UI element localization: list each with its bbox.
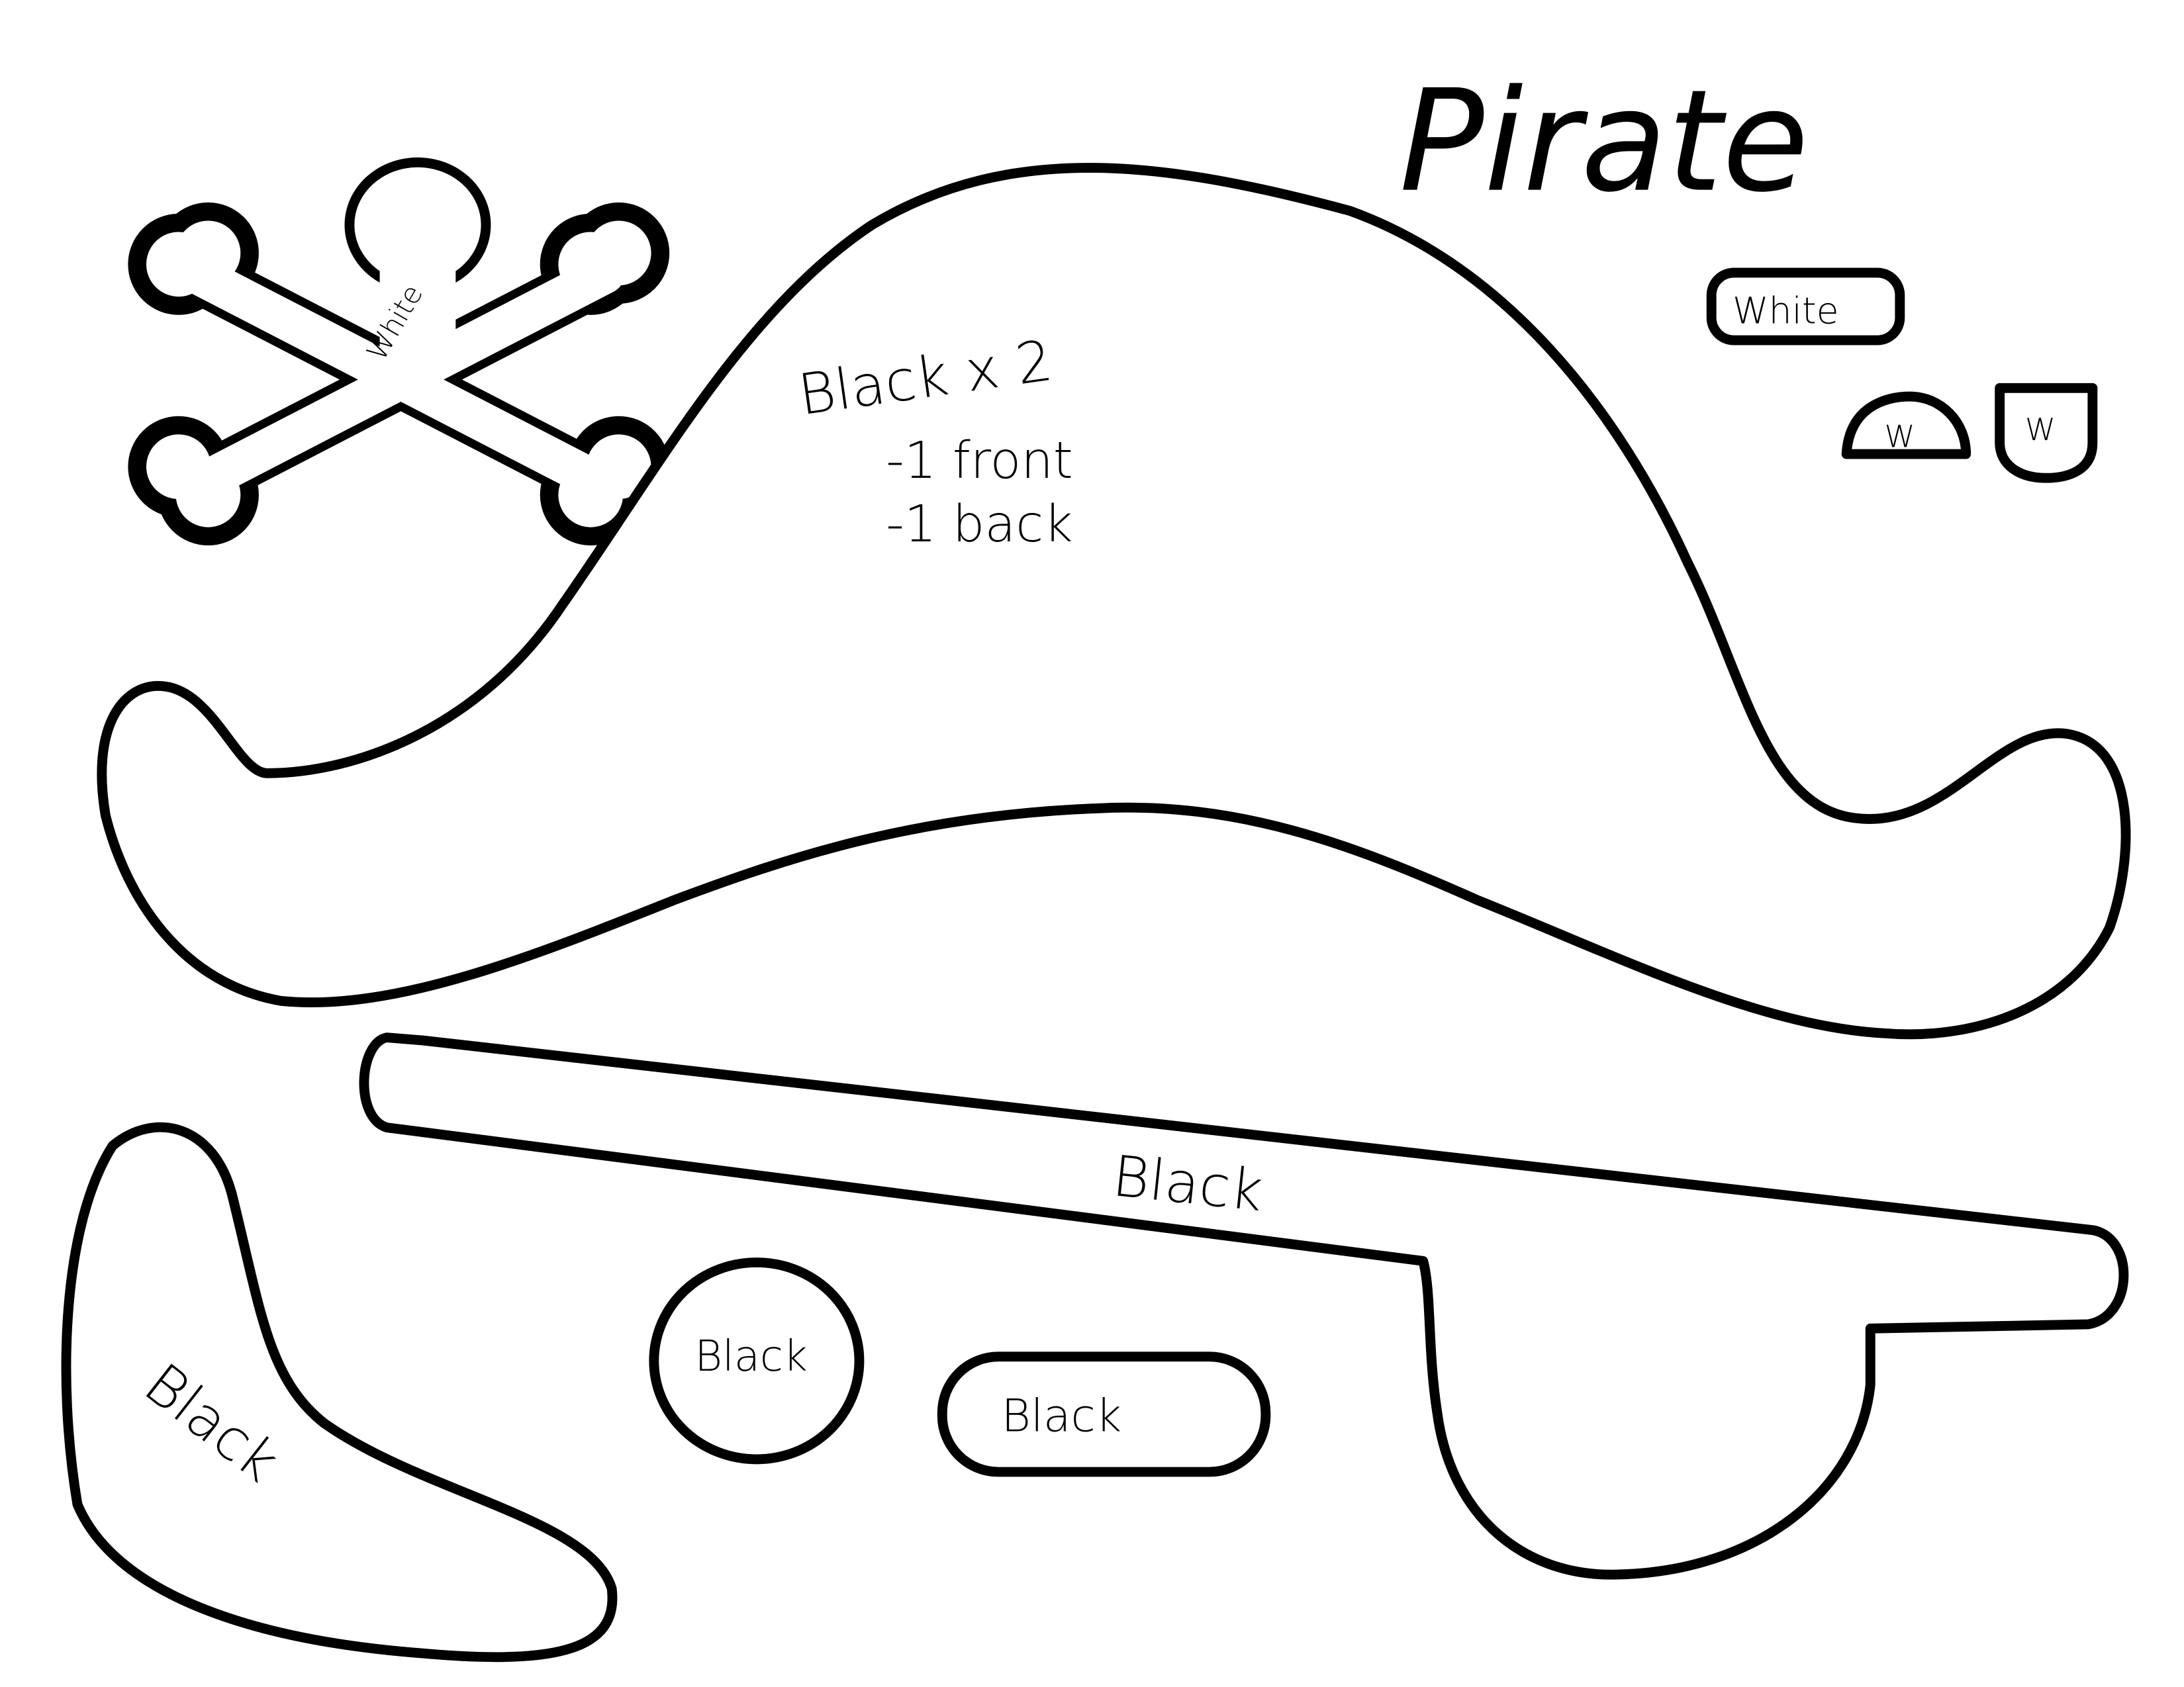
eye-half-piece: W [1841,391,1971,459]
hat-note-back: -1 back [886,495,1072,554]
eye-shield-piece: W [1995,383,2098,483]
circle-label: Black [694,1332,807,1381]
crossbones-piece: White [128,157,670,546]
eye-half-label: W [1884,419,1915,455]
hat-note-front: -1 front [886,432,1072,490]
title: Pirate [1400,60,1809,224]
eye-shield-label: W [2025,412,2056,448]
circle-piece: Black [649,1257,865,1465]
band-label: Black [1110,1144,1266,1224]
hat-piece: Black x 2 -1 front -1 back [97,163,2131,1040]
oval-piece: Black [937,1351,1271,1477]
oval-label: Black [1001,1390,1121,1442]
teeth-piece: White [1706,267,1905,345]
teeth-label: White [1733,291,1839,333]
band-eyepatch-piece: Black [359,1032,2129,1580]
feather-piece: Black [61,1122,618,1663]
